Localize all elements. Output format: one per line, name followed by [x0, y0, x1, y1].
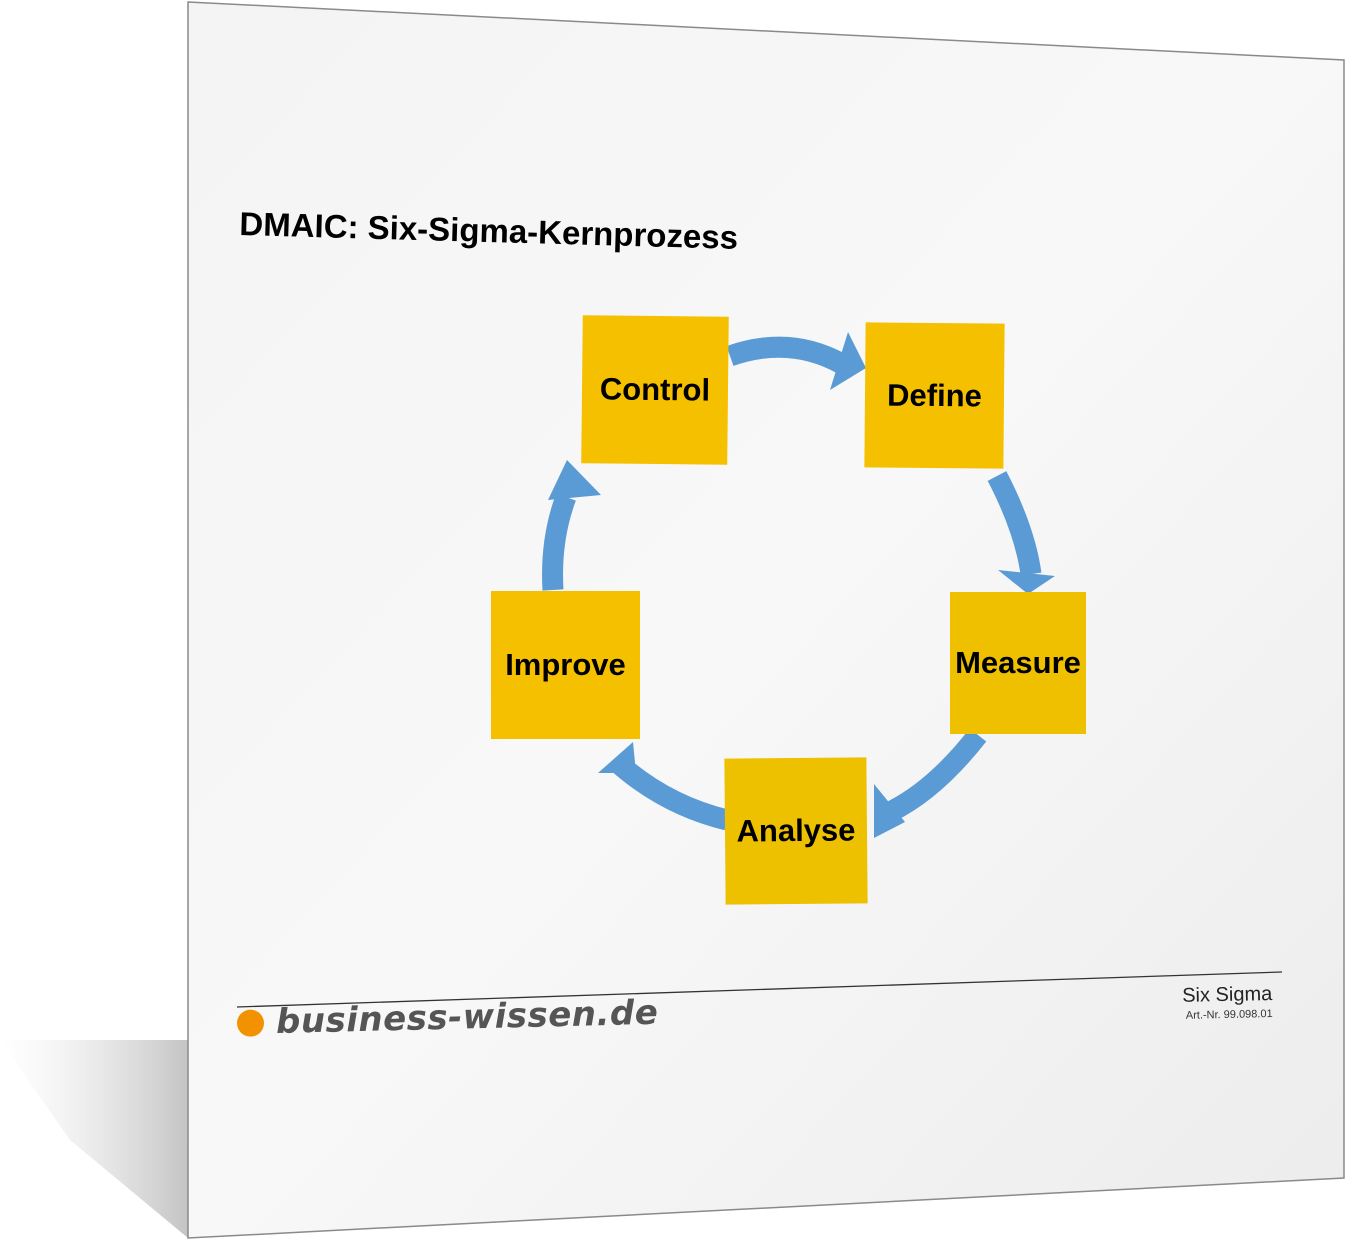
footer-topic: Six Sigma: [1181, 983, 1273, 1007]
arrow-control-to-define: [726, 336, 848, 374]
arrow-improve-to-control: [542, 493, 576, 591]
step-improve-label: Improve: [505, 647, 626, 682]
arrowhead-measure: [998, 570, 1055, 594]
page-shadow: [0, 1040, 188, 1238]
step-measure-label: Measure: [955, 645, 1081, 680]
arrowhead-control: [548, 460, 601, 500]
step-define: Define: [864, 322, 1005, 469]
step-define-label: Define: [886, 377, 983, 413]
step-control-label: Control: [599, 371, 711, 408]
brand-dot-icon: [236, 1008, 265, 1037]
footer-divider: [236, 971, 1283, 1008]
arrowhead-analyse: [874, 784, 905, 838]
footer-meta: Six Sigma Art.-Nr. 99.098.01: [1140, 983, 1273, 1023]
arrow-measure-to-analyse: [885, 728, 987, 822]
step-improve: Improve: [491, 591, 640, 739]
arrow-define-to-measure: [987, 471, 1042, 576]
step-analyse: Analyse: [724, 757, 868, 905]
step-control: Control: [581, 315, 729, 465]
arrowhead-define: [830, 332, 866, 390]
page-sheet: [187, 1, 1345, 1239]
arrowhead-improve: [598, 742, 636, 773]
step-analyse-label: Analyse: [736, 812, 856, 849]
step-measure: Measure: [950, 592, 1086, 734]
